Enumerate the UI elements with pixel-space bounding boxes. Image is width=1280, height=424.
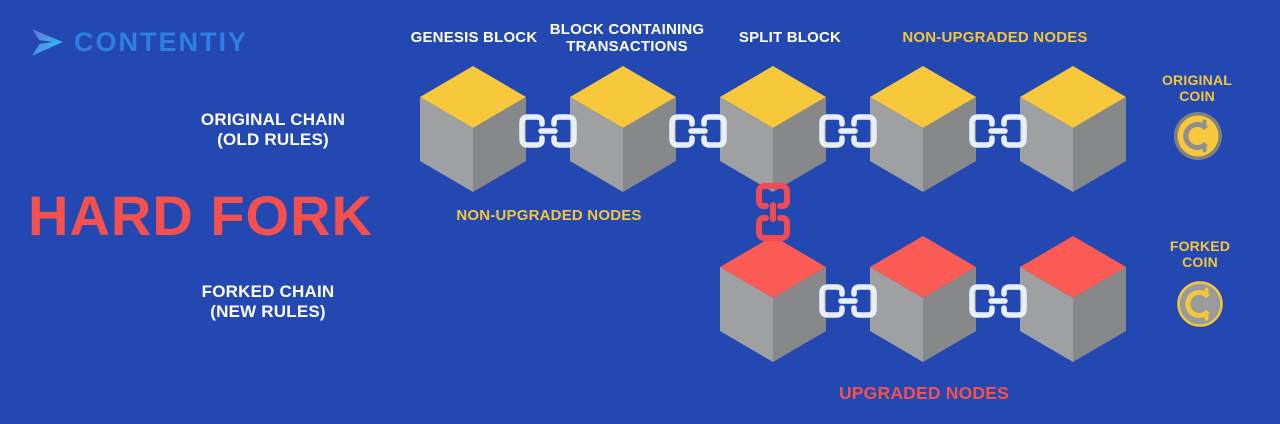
block-cube — [1020, 236, 1126, 362]
forked-coin-icon — [1177, 281, 1223, 327]
genesis-block-label: GENESIS BLOCK — [410, 29, 538, 46]
block-cube — [720, 66, 826, 192]
chain-link-connector — [519, 114, 577, 148]
block-cube — [1020, 66, 1126, 192]
chain-link-connector — [969, 284, 1027, 318]
logo: CONTENTIY — [30, 24, 248, 60]
split-chain-connector — [756, 183, 790, 241]
chain-link-connector — [669, 114, 727, 148]
split-block-label: SPLIT BLOCK — [738, 29, 842, 46]
upgraded-nodes-label: UPGRADED NODES — [838, 383, 1010, 403]
block-cube — [720, 236, 826, 362]
send-arrow-icon — [32, 29, 63, 56]
block-cube — [420, 66, 526, 192]
chain-link-connector — [819, 114, 877, 148]
non-upgraded-nodes-label-top: NON-UPGRADED NODES — [902, 29, 1088, 46]
original-coin-icon — [1174, 112, 1222, 160]
original-chain-label: ORIGINAL CHAIN (OLD RULES) — [200, 110, 346, 149]
forked-coin-label: FORKED COIN — [1169, 238, 1231, 271]
block-containing-transactions-label: BLOCK CONTAINING TRANSACTIONS — [549, 21, 705, 56]
original-coin-label: ORIGINAL COIN — [1161, 72, 1233, 105]
non-upgraded-nodes-label-mid: NON-UPGRADED NODES — [456, 207, 642, 224]
block-cube — [870, 66, 976, 192]
logo-text: CONTENTIY — [74, 26, 249, 57]
page-title: HARD FORK — [28, 184, 373, 247]
block-cube — [870, 236, 976, 362]
forked-chain-label: FORKED CHAIN (NEW RULES) — [201, 282, 335, 321]
chain-link-connector — [969, 114, 1027, 148]
chain-link-connector — [819, 284, 877, 318]
block-cube — [570, 66, 676, 192]
